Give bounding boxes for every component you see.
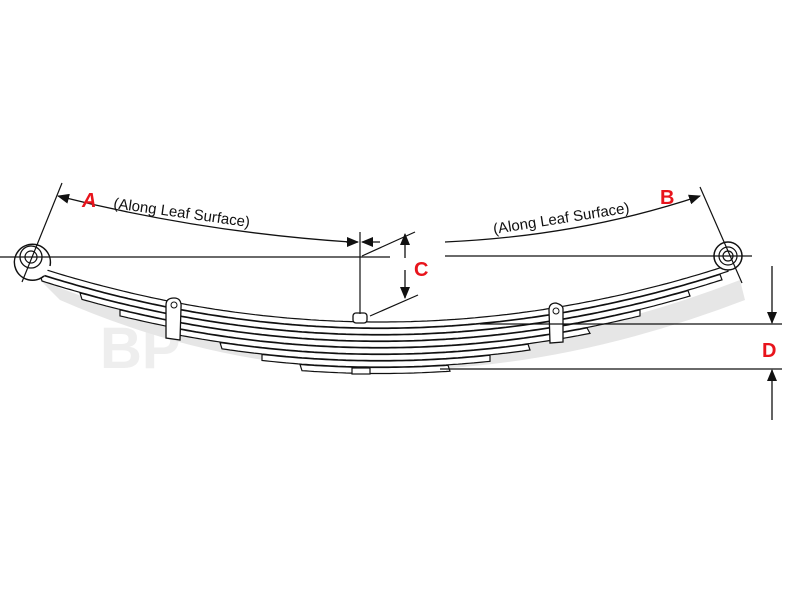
center-bolt-head bbox=[352, 312, 368, 324]
note-b: (Along Leaf Surface) bbox=[492, 200, 631, 238]
center-bolt-nut bbox=[351, 367, 371, 375]
dimension-c: C bbox=[400, 233, 428, 299]
reference-lines bbox=[0, 182, 782, 370]
rebound-clip-left bbox=[165, 297, 182, 341]
label-a: A bbox=[81, 190, 96, 212]
left-spring-eye bbox=[13, 243, 52, 281]
dimension-a: A (Along Leaf Surface) bbox=[57, 190, 380, 247]
dimension-b: B (Along Leaf Surface) bbox=[444, 187, 701, 243]
label-d: D bbox=[762, 340, 776, 362]
label-b: B bbox=[660, 187, 674, 209]
note-a: (Along Leaf Surface) bbox=[112, 195, 251, 231]
dimension-d: D bbox=[762, 266, 777, 420]
rebound-clip-right bbox=[548, 302, 564, 344]
spring-shadow bbox=[40, 280, 745, 370]
label-c: C bbox=[414, 259, 428, 281]
